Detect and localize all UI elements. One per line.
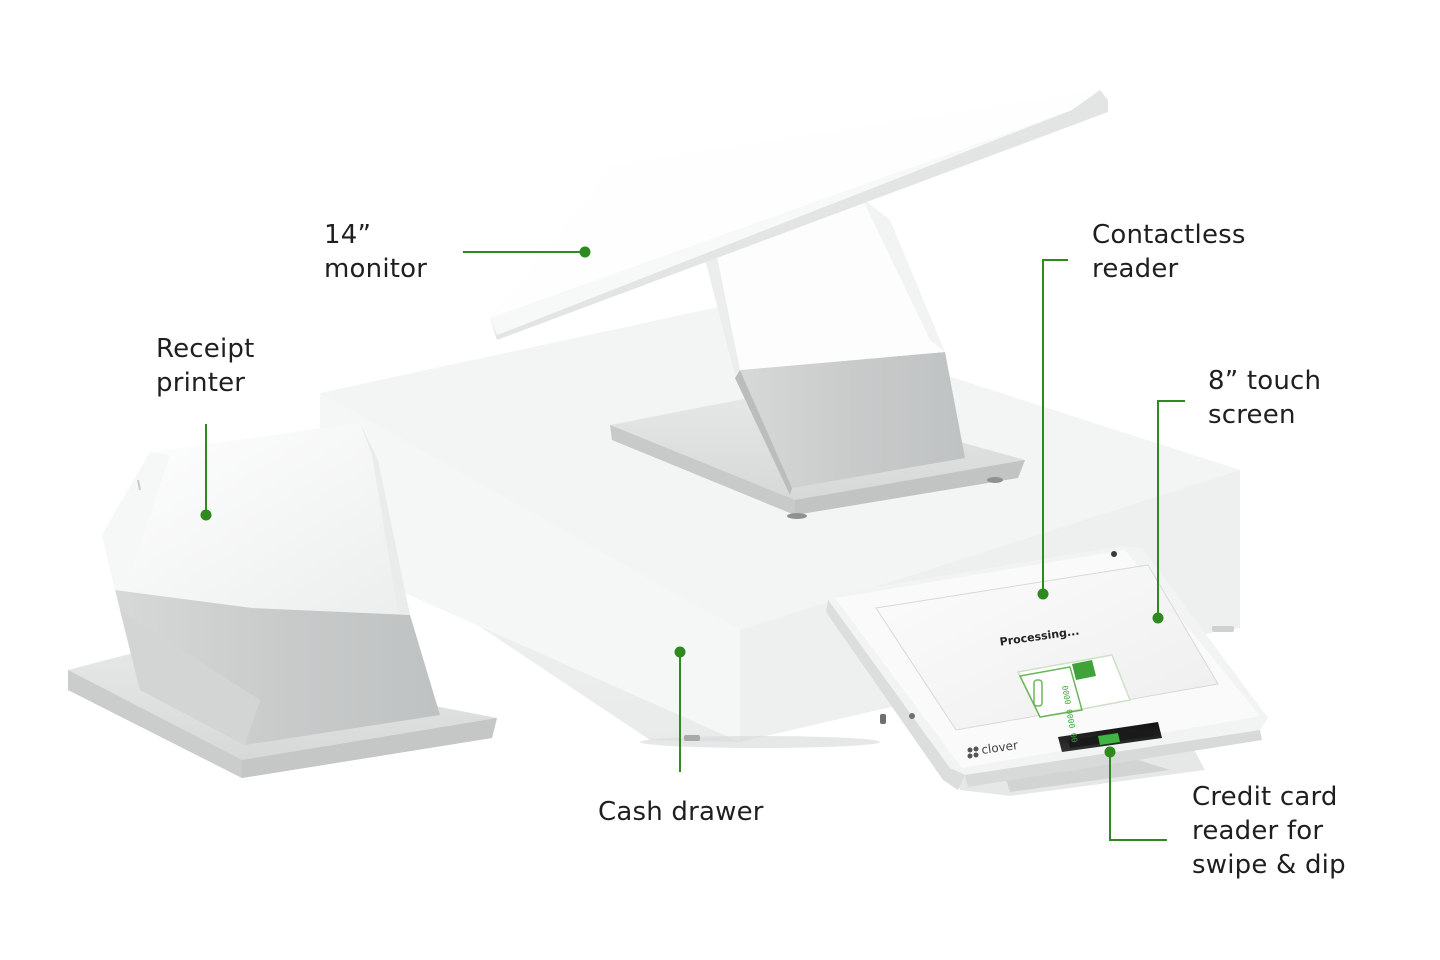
leader-touch (1157, 400, 1185, 618)
receipt-printer (68, 423, 497, 778)
dot-contactless (1037, 588, 1049, 600)
clover-logo-icon (967, 746, 979, 759)
monitor (490, 90, 1108, 519)
leader-card (1109, 752, 1167, 841)
dot-printer (200, 509, 212, 521)
label-contactless-reader: Contactless reader (1092, 220, 1246, 284)
leader-contactless (1042, 259, 1068, 594)
dot-monitor (579, 246, 591, 258)
dot-drawer (674, 646, 686, 658)
label-receipt-printer: Receipt printer (156, 334, 255, 398)
dot-touch (1152, 612, 1164, 624)
brand-logo-text: clover (980, 738, 1018, 757)
label-cash-drawer: Cash drawer (598, 797, 764, 827)
dot-card (1104, 746, 1116, 758)
label-touch-screen: 8” touch screen (1208, 366, 1322, 430)
label-monitor: 14” monitor (324, 220, 428, 284)
label-card-reader: Credit card reader for swipe & dip (1192, 782, 1346, 880)
